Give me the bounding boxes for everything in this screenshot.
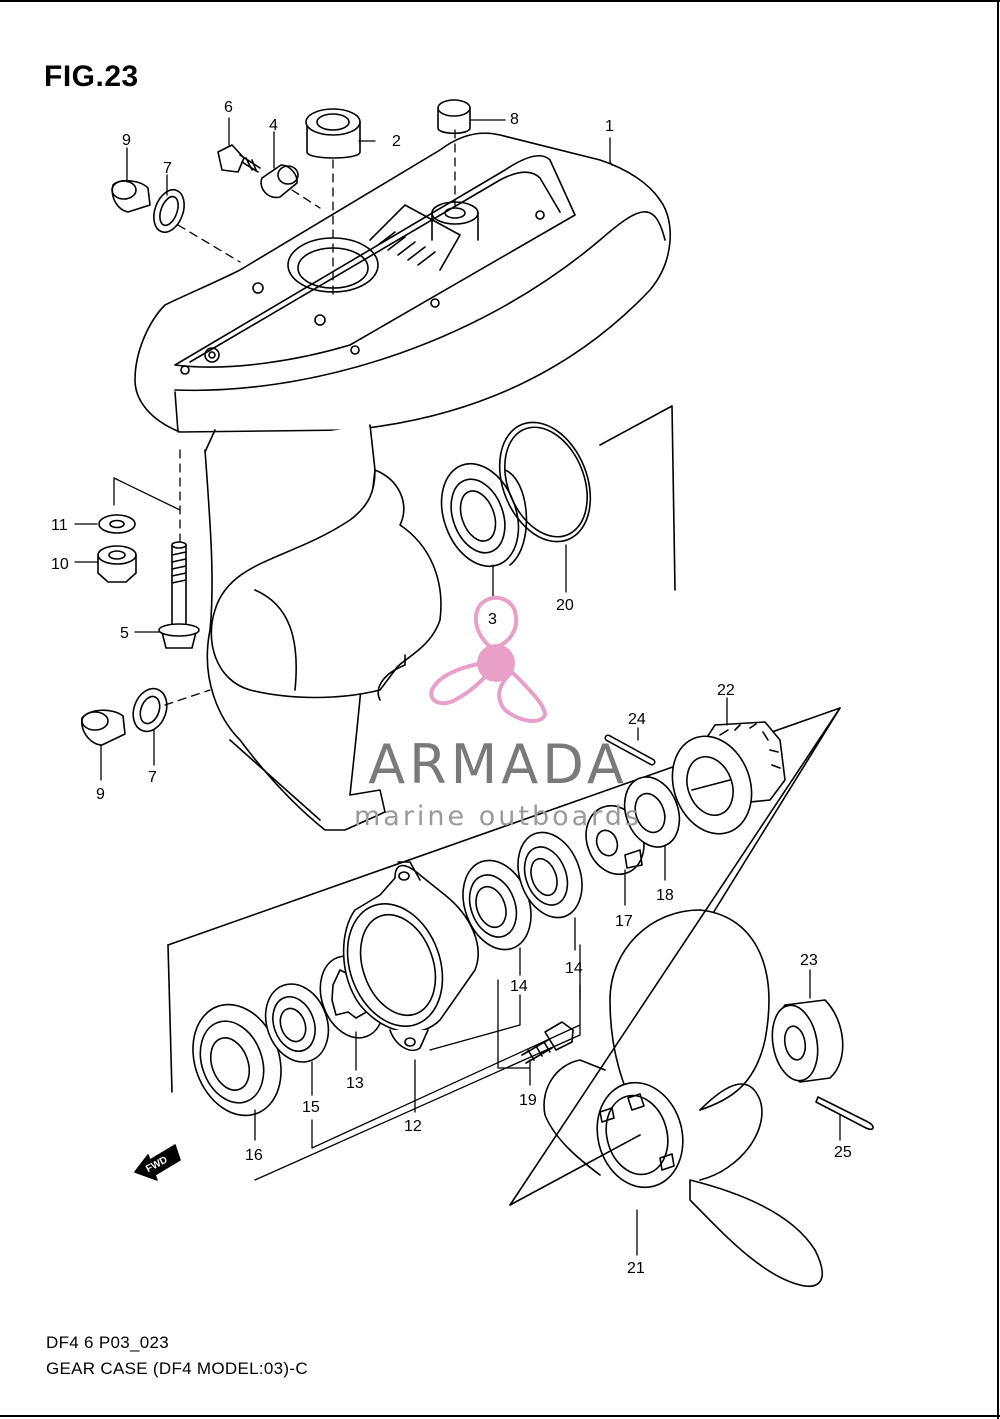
- bearing-14b[interactable]: [507, 823, 593, 926]
- propeller-bracket-line: [509, 707, 841, 1206]
- callout-17: 17: [615, 913, 633, 930]
- callout-25: 25: [834, 1144, 852, 1161]
- watermark-tagline: marine outboards: [354, 801, 642, 832]
- gear-case-housing[interactable]: [134, 132, 672, 831]
- sleeve-2[interactable]: [305, 108, 361, 159]
- propeller-shaft-line: [509, 1134, 641, 1206]
- watermark-brand: ARMADA: [368, 733, 628, 796]
- housing-section-line: [599, 405, 676, 591]
- callout-5: 5: [120, 625, 129, 642]
- callout-labels: 2 8 1 6 4 9 7 11 10 5 7 9 3 20 24 22 18 …: [51, 99, 852, 1277]
- callout-10: 10: [51, 556, 69, 573]
- nut-10[interactable]: [97, 545, 137, 583]
- cap-nut-23[interactable]: [767, 999, 844, 1084]
- bearing-15[interactable]: [255, 975, 339, 1071]
- bushing-22[interactable]: [659, 721, 786, 845]
- callout-9-upper: 9: [122, 132, 131, 149]
- bearing-3[interactable]: [428, 453, 532, 577]
- brand-logo-watermark: [429, 595, 547, 723]
- cotter-pin-25[interactable]: [815, 1096, 874, 1131]
- cap-8[interactable]: [437, 99, 471, 135]
- gasket-upper[interactable]: [148, 186, 189, 237]
- pin-24[interactable]: [604, 734, 656, 766]
- assembly-bracket-left: [167, 944, 173, 1093]
- bolt-6[interactable]: [217, 144, 261, 173]
- callout-12: 12: [404, 1118, 422, 1135]
- propeller-21[interactable]: [543, 909, 824, 1287]
- callout-11: 11: [51, 517, 68, 534]
- callout-22: 22: [717, 682, 735, 699]
- callout-19: 19: [519, 1092, 537, 1109]
- top-border: [0, 0, 1000, 2]
- drain-plug-upper[interactable]: [111, 179, 151, 213]
- callout-14-left: 14: [510, 978, 528, 995]
- gasket-lower[interactable]: [127, 684, 172, 736]
- washer-18[interactable]: [615, 769, 688, 854]
- forward-direction-arrow-icon: [134, 1144, 181, 1181]
- callout-15: 15: [302, 1099, 320, 1116]
- callout-7-upper: 7: [163, 160, 172, 177]
- callout-1: 1: [605, 118, 614, 135]
- callout-6: 6: [224, 99, 233, 116]
- drain-plug-lower[interactable]: [81, 709, 126, 746]
- leader-lines: [74, 117, 841, 1256]
- callout-23: 23: [800, 952, 818, 969]
- callout-16: 16: [245, 1147, 263, 1164]
- washer-11[interactable]: [98, 514, 136, 534]
- bolt-19[interactable]: [521, 1021, 574, 1064]
- callout-21: 21: [627, 1260, 645, 1277]
- callout-2: 2: [392, 133, 401, 150]
- bottom-border: [0, 1415, 1000, 1417]
- propshaft-housing-12[interactable]: [331, 861, 479, 1052]
- callout-3: 3: [488, 611, 497, 628]
- callout-14-right: 14: [565, 960, 583, 977]
- right-border: [997, 0, 999, 1419]
- figure-code: DF4 6 P03_023: [46, 1333, 169, 1352]
- callout-9-lower: 9: [96, 786, 105, 803]
- callout-13: 13: [346, 1075, 364, 1092]
- callout-18: 18: [656, 887, 674, 904]
- stud-bolt-5[interactable]: [158, 541, 200, 649]
- callout-7-lower: 7: [148, 769, 157, 786]
- figure-title: FIG.23: [44, 60, 139, 93]
- callout-8: 8: [510, 111, 519, 128]
- callout-24: 24: [628, 711, 646, 728]
- figure-caption: GEAR CASE (DF4 MODEL:03)-C: [46, 1359, 308, 1378]
- bushing-4[interactable]: [260, 164, 299, 199]
- o-ring-20[interactable]: [483, 409, 607, 555]
- callout-4: 4: [269, 117, 278, 134]
- callout-20: 20: [556, 597, 574, 614]
